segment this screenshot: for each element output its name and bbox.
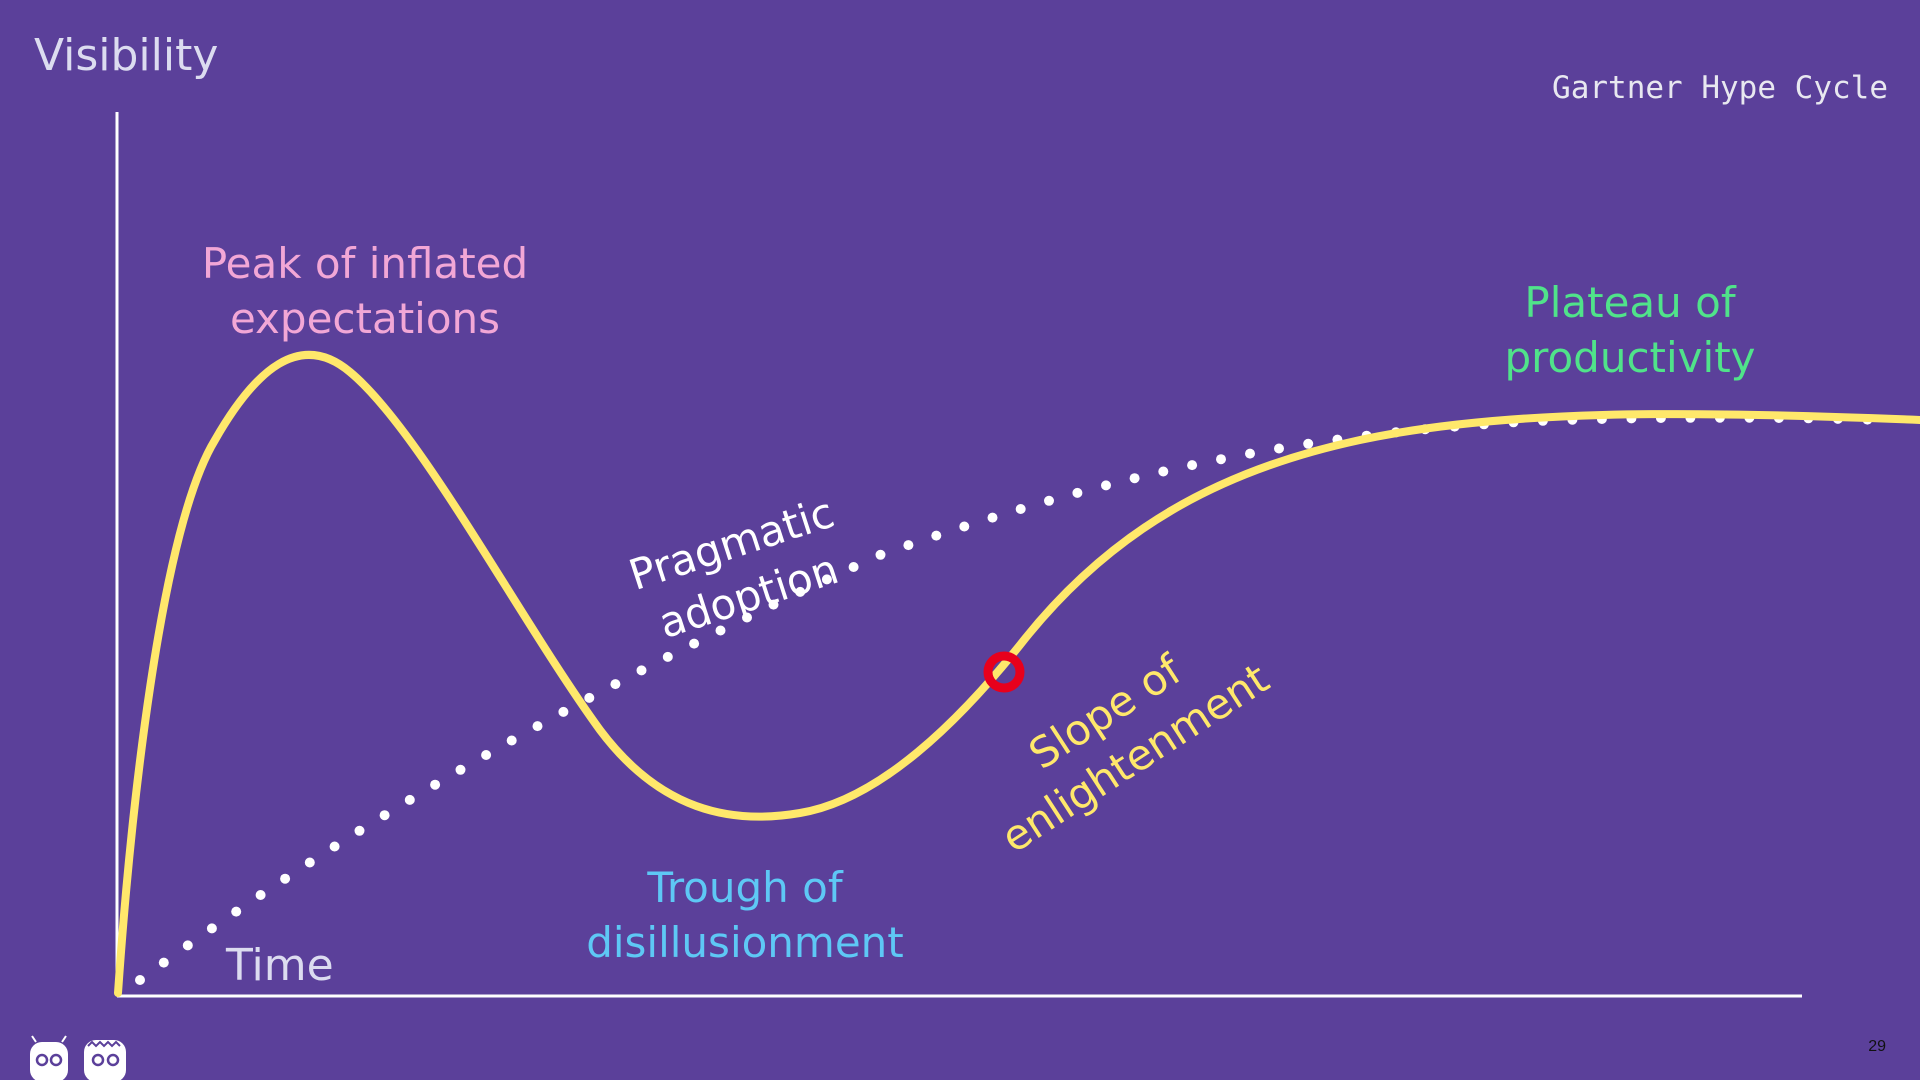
- adoption-dot: [404, 794, 415, 805]
- adoption-dot: [903, 540, 914, 551]
- adoption-dot: [742, 612, 752, 623]
- adoption-dot: [584, 692, 595, 703]
- adoption-dot: [768, 599, 779, 610]
- peak-of-inflated-expectations-label: Peak of inflated expectations: [201, 239, 529, 343]
- adoption-dot: [206, 923, 217, 934]
- adoption-dot: [1015, 504, 1026, 514]
- adoption-dot: [135, 975, 145, 985]
- adoption-dot: [1187, 460, 1198, 471]
- adoption-dot: [558, 706, 569, 717]
- adoption-dot: [329, 841, 340, 852]
- robot-mascots-icon: [30, 1035, 126, 1080]
- adoption-dot: [795, 586, 806, 597]
- adoption-dot: [821, 574, 832, 585]
- adoption-dot: [610, 679, 621, 690]
- adoption-dot: [931, 530, 942, 541]
- adoption-dot: [1303, 438, 1314, 449]
- adoption-dot: [1216, 454, 1226, 465]
- adoption-dot: [1245, 448, 1255, 459]
- page-number: 29: [1868, 1038, 1886, 1055]
- adoption-dot: [987, 512, 998, 523]
- adoption-dot: [1072, 487, 1083, 498]
- adoption-dot: [158, 957, 169, 968]
- adoption-dot: [848, 562, 859, 572]
- pragmatic-adoption-trend: [135, 412, 1873, 985]
- trough-of-disillusionment-label: Trough of disillusionment: [586, 863, 904, 967]
- adoption-dot: [255, 890, 266, 900]
- adoption-dot: [1274, 443, 1284, 454]
- hype-curve: [114, 350, 1920, 997]
- adoption-dot: [959, 521, 970, 532]
- adoption-dot: [481, 750, 492, 760]
- adoption-dot: [715, 625, 726, 636]
- adoption-dot: [1129, 473, 1140, 484]
- adoption-dot: [662, 651, 673, 662]
- adoption-dot: [875, 549, 886, 560]
- current-position-marker: [983, 651, 1025, 693]
- adoption-dot: [231, 906, 242, 917]
- adoption-dot: [455, 764, 466, 775]
- adoption-dot: [506, 735, 517, 746]
- adoption-dot: [1101, 480, 1111, 491]
- adoption-dot: [430, 779, 441, 790]
- adoption-dot: [304, 857, 315, 868]
- adoption-dot: [280, 873, 291, 884]
- adoption-dot: [1044, 495, 1054, 506]
- adoption-dot: [354, 825, 365, 836]
- adoption-dot: [182, 940, 193, 951]
- adoption-dot: [636, 665, 647, 676]
- adoption-dot: [1158, 466, 1169, 477]
- deck-title: Gartner Hype Cycle: [1552, 70, 1888, 106]
- x-axis-label: Time: [226, 940, 334, 991]
- adoption-dot: [379, 810, 390, 821]
- adoption-dot: [532, 721, 543, 732]
- adoption-dot: [689, 638, 700, 649]
- y-axis-label: Visibility: [34, 30, 219, 81]
- plateau-of-productivity-label: Plateau of productivity: [1504, 278, 1756, 382]
